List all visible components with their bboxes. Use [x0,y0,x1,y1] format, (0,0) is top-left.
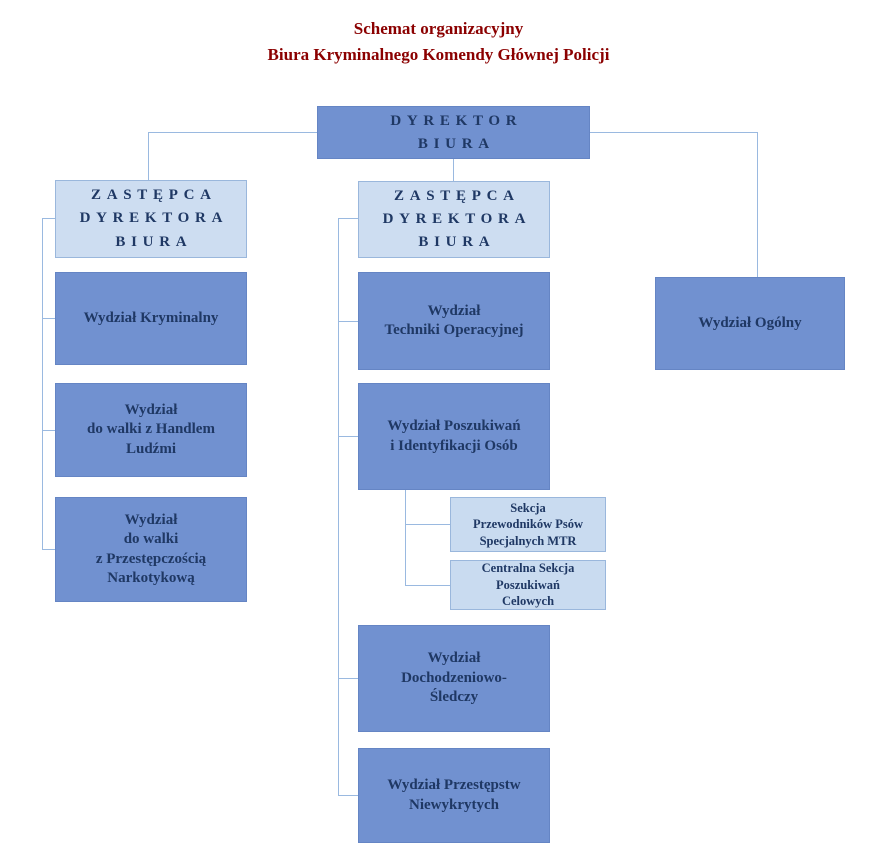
connector-line [453,159,454,181]
connector-line [42,430,55,431]
node-wydzial-kryminalny: Wydział Kryminalny [55,272,247,365]
chart-title-line1: Schemat organizacyjny [353,19,524,38]
node-label-line: Wydział [124,401,178,418]
connector-line [757,132,758,277]
chart-title: Schemat organizacyjny Biura Kryminalnego… [0,16,877,67]
node-wydzial-do-walki-z-handlem-ludzmi: Wydział do walki z Handlem Ludźmi [55,383,247,477]
connector-line [148,132,317,133]
node-label-line: Wydział [124,511,178,528]
connector-line [338,678,358,679]
node-label-line: Sekcja [510,500,546,515]
connector-line [42,318,55,319]
chart-title-line2: Biura Kryminalnego Komendy Głównej Polic… [267,44,610,64]
node-zastepca-dyrektora-center: ZASTĘPCA DYREKTORA BIURA [358,181,550,258]
node-label-line: Wydział Ogólny [698,314,802,331]
connector-line [405,490,406,586]
connector-line [42,218,43,550]
connector-line [42,549,55,550]
node-wydzial-techniki-operacyjnej: Wydział Techniki Operacyjnej [358,272,550,370]
node-label-line: Poszukiwań [496,577,560,592]
connector-line [338,218,339,796]
node-label-line: Specjalnych MTR [479,533,577,548]
node-label-line: ZASTĘPCA [394,187,520,204]
node-label-line: Wydział Poszukiwań [387,418,521,434]
node-label-line: Wydział [427,650,481,667]
node-centralna-sekcja-poszukiwan: Centralna Sekcja Poszukiwań Celowych [450,560,606,610]
connector-line [338,795,358,796]
node-label-line: Wydział Przestępstw [387,777,521,793]
node-wydzial-dochodzeniowo-sledczy: Wydział Dochodzeniowo- Śledczy [358,625,550,732]
node-label-line: Wydział Kryminalny [83,309,219,326]
node-label-line: Niewykrytych [409,796,499,813]
connector-line [590,132,757,133]
node-label-line: do walki z Handlem [87,421,215,438]
node-label-line: DYREKTORA [79,210,229,227]
node-label-line: Wydział [427,302,481,319]
connector-line [148,132,149,180]
node-label-line: DYREKTOR [390,113,523,129]
node-label-line: BIURA [418,234,496,251]
node-label-line: Przewodników Psów [472,517,584,532]
node-label-line: i Identyfikacji Osób [390,437,518,454]
node-sekcja-przewodnikow-psow: Sekcja Przewodników Psów Specjalnych MTR [450,497,606,552]
node-label-line: z Przestępczością [95,550,207,567]
node-wydzial-przestepczosc-narkotykowa: Wydział do walki z Przestępczością Narko… [55,497,247,602]
connector-line [338,321,358,322]
node-label-line: ZASTĘPCA [91,187,217,204]
node-label-line: Narkotykową [107,570,195,586]
node-label-line: do walki [123,531,179,547]
node-label-line: BIURA [115,233,193,250]
node-zastepca-dyrektora-left: ZASTĘPCA DYREKTORA BIURA [55,180,247,258]
connector-line [42,218,55,219]
node-wydzial-przestepstw-niewykrytych: Wydział Przestępstw Niewykrytych [358,748,550,843]
node-label-line: BIURA [417,135,495,152]
connector-line [338,436,358,437]
node-wydzial-poszukiwan-identyfikacji: Wydział Poszukiwań i Identyfikacji Osób [358,383,550,490]
node-label-line: DYREKTORA [382,210,532,227]
node-label-line: Dochodzeniowo- [401,669,507,686]
node-label-line: Śledczy [429,689,479,706]
connector-line [338,218,358,219]
node-label-line: Centralna Sekcja [481,561,575,576]
connector-line [405,585,450,586]
connector-line [405,524,450,525]
node-label-line: Techniki Operacyjnej [384,322,524,338]
node-label-line: Ludźmi [125,440,176,457]
node-dyrektor-biura: DYREKTOR BIURA [317,106,590,159]
node-wydzial-ogolny: Wydział Ogólny [655,277,845,370]
node-label-line: Celowych [501,594,555,609]
